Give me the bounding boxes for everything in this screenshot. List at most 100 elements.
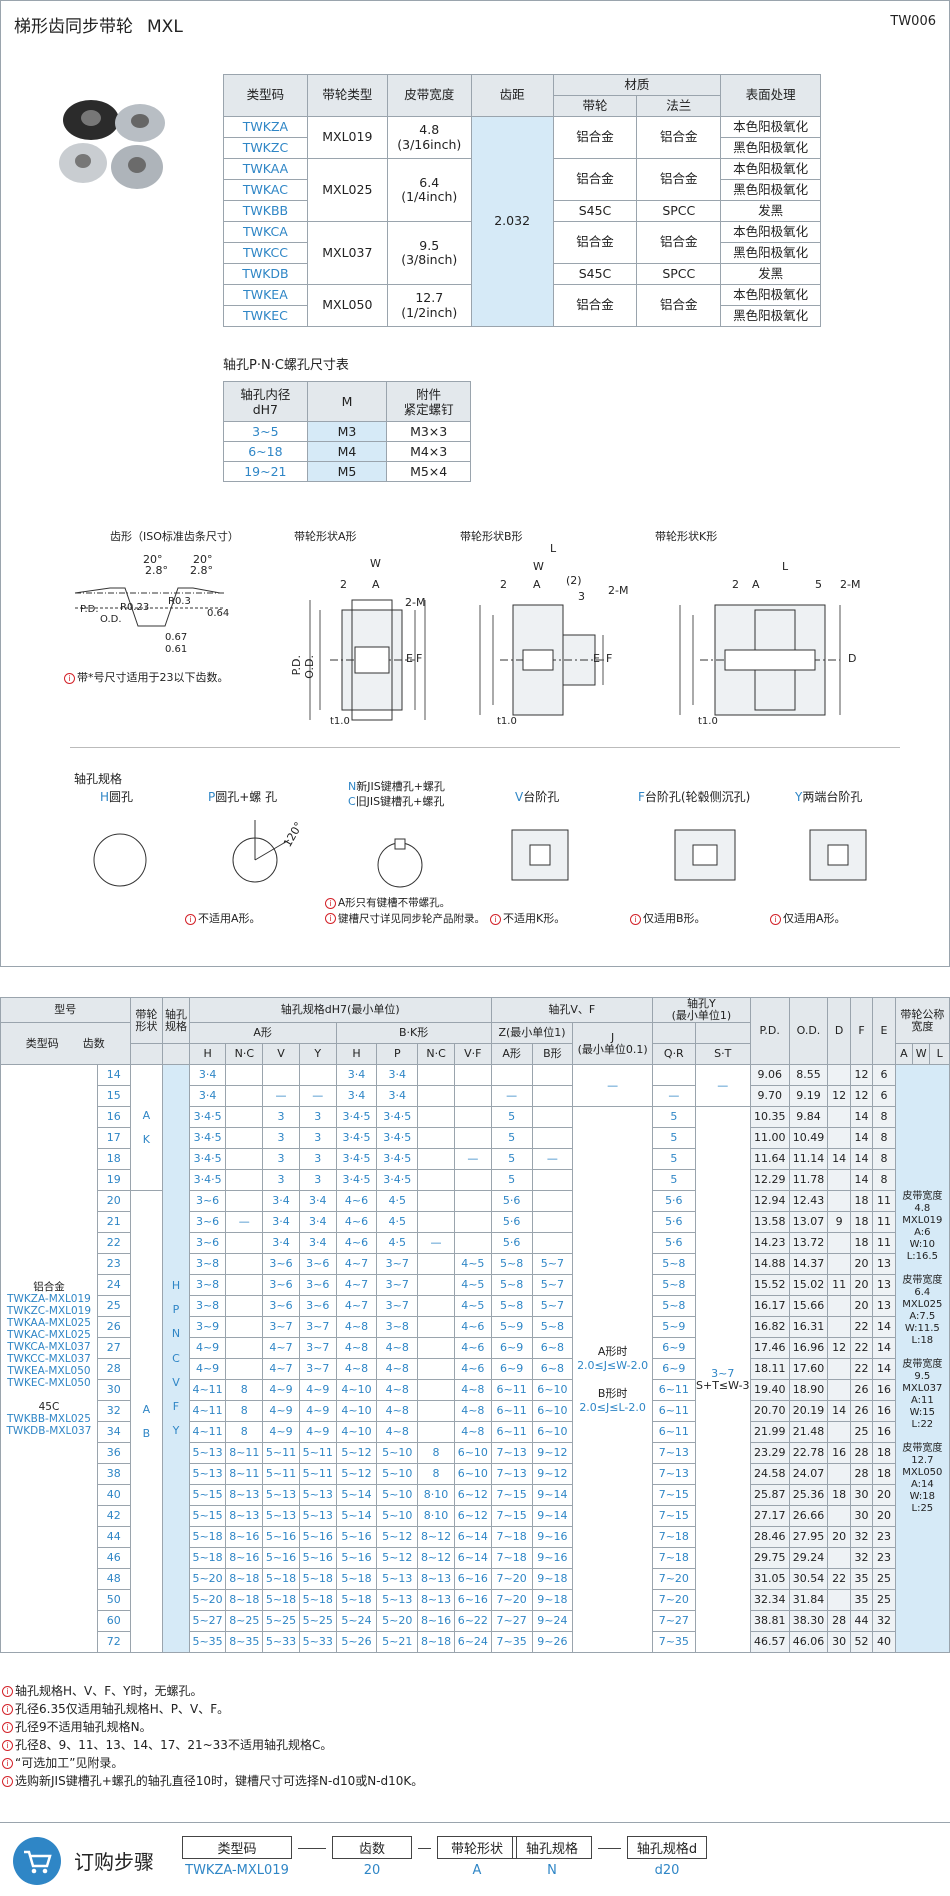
set-screw: M3×3 <box>386 421 471 442</box>
table-cell: — <box>572 1064 653 1108</box>
table-cell <box>225 1190 264 1213</box>
pulley-material: S45C <box>552 200 638 222</box>
table-cell: 4~6 <box>335 1190 378 1213</box>
table-cell: 18 <box>872 1442 896 1465</box>
table-cell: 21.48 <box>788 1421 829 1444</box>
col-y: 轴孔Y(最小单位1) <box>651 996 751 1024</box>
table-cell: 20 <box>96 1190 131 1213</box>
table-cell: 26 <box>96 1316 131 1339</box>
table-cell: 17.46 <box>749 1337 790 1360</box>
table-cell: 22 <box>849 1358 874 1381</box>
col-pulley-type: 带轮类型 <box>306 74 388 117</box>
table-cell: 3·4·5 <box>188 1148 227 1171</box>
belt-width: 6.4(1/4inch) <box>386 158 472 222</box>
table-cell: 20 <box>849 1253 874 1276</box>
table-cell: 9~18 <box>531 1589 574 1612</box>
angle-label: 2.8° <box>145 564 168 577</box>
col-y-a: Y <box>298 1043 337 1066</box>
table-cell: 6~11 <box>490 1379 533 1402</box>
table-cell: 5~18 <box>188 1526 227 1549</box>
table-cell: 11.78 <box>788 1169 829 1192</box>
table-cell: 5~18 <box>298 1568 337 1591</box>
table-cell: 3 <box>262 1169 300 1192</box>
pulley-material: 铝合金 <box>552 158 638 201</box>
col-typecode-teeth: 类型码齿数 <box>0 1022 131 1066</box>
dim-a: A <box>533 578 541 591</box>
table-cell: 5 <box>490 1106 533 1129</box>
table-cell: 25.87 <box>749 1484 790 1507</box>
table-cell: 3~6 <box>262 1253 300 1276</box>
table-cell: 7~13 <box>490 1442 533 1465</box>
order-divider <box>0 1822 950 1823</box>
table-cell: 16 <box>96 1106 131 1129</box>
table-cell: 4~7 <box>335 1253 378 1276</box>
table-cell: 16 <box>872 1400 896 1423</box>
table-cell: 7~27 <box>490 1610 533 1633</box>
table-cell: 8 <box>225 1421 264 1444</box>
table-cell: — <box>262 1085 300 1108</box>
table-cell: 13 <box>872 1253 896 1276</box>
order-step-value: A <box>472 1863 482 1878</box>
table-cell: 5~16 <box>298 1526 337 1549</box>
col-shape-sub <box>129 1043 164 1066</box>
type-code: TWKCC <box>223 242 308 264</box>
table-cell: 9.70 <box>749 1085 790 1108</box>
table-cell: 3 <box>298 1106 337 1129</box>
table-cell: 4~11 <box>188 1421 227 1444</box>
table-cell: 7~18 <box>490 1526 533 1549</box>
table-cell: 28 <box>827 1610 851 1633</box>
table-cell: 3~6 <box>298 1274 337 1297</box>
flange-material: 铝合金 <box>636 284 722 327</box>
table-cell: 13 <box>872 1274 896 1297</box>
table-cell: 16.96 <box>788 1337 829 1360</box>
table-cell <box>225 1232 264 1255</box>
shaft-table-title: 轴孔P·N·C螺孔尺寸表 <box>223 358 349 373</box>
table-cell: 5~16 <box>262 1526 300 1549</box>
order-connector <box>598 1848 621 1849</box>
table-cell: 8~13 <box>225 1484 264 1507</box>
table-cell: 5~11 <box>262 1463 300 1486</box>
pulley-type: MXL019 <box>306 116 388 159</box>
table-cell: 46.57 <box>749 1631 790 1654</box>
table-cell: 18 <box>849 1190 874 1213</box>
col-a-shape: A形 <box>490 1043 533 1066</box>
table-cell: 5~12 <box>376 1526 419 1549</box>
table-cell: 29.75 <box>749 1547 790 1570</box>
table-cell: 4~5 <box>453 1253 492 1276</box>
table-cell: 26 <box>849 1379 874 1402</box>
flange-material: 铝合金 <box>636 158 722 201</box>
table-cell: 5~18 <box>262 1589 300 1612</box>
table-cell: 12 <box>849 1085 874 1108</box>
table-cell: 4~9 <box>188 1358 227 1381</box>
note-item: i“可选加工”见附录。 <box>2 1754 423 1772</box>
table-cell: 30.54 <box>788 1568 829 1591</box>
table-cell: 25 <box>872 1589 896 1612</box>
table-cell: 14 <box>872 1358 896 1381</box>
table-cell: 30 <box>96 1379 131 1402</box>
col-st-top <box>694 1022 751 1045</box>
table-cell: 26.66 <box>788 1505 829 1528</box>
flange-material: SPCC <box>636 263 722 285</box>
table-cell <box>225 1337 264 1360</box>
table-cell: 4~7 <box>335 1274 378 1297</box>
table-cell: 8~11 <box>225 1442 264 1465</box>
table-cell: 8~13 <box>417 1568 455 1591</box>
radius-label: R0.23 <box>120 602 150 613</box>
table-cell: 6~9 <box>490 1358 533 1381</box>
col-bk: B·K形 <box>335 1022 492 1045</box>
table-cell: 16 <box>827 1442 851 1465</box>
table-cell: 46 <box>96 1547 131 1570</box>
table-cell: 6~10 <box>453 1463 492 1486</box>
table-cell: 5·6 <box>651 1211 696 1234</box>
size-table: 型号 带轮形状 轴孔规格 轴孔规格dH7(最小单位) 轴孔V、F 轴孔Y(最小单… <box>0 996 950 1654</box>
table-cell: 10.35 <box>749 1106 790 1129</box>
dim-3: 3 <box>578 590 585 603</box>
